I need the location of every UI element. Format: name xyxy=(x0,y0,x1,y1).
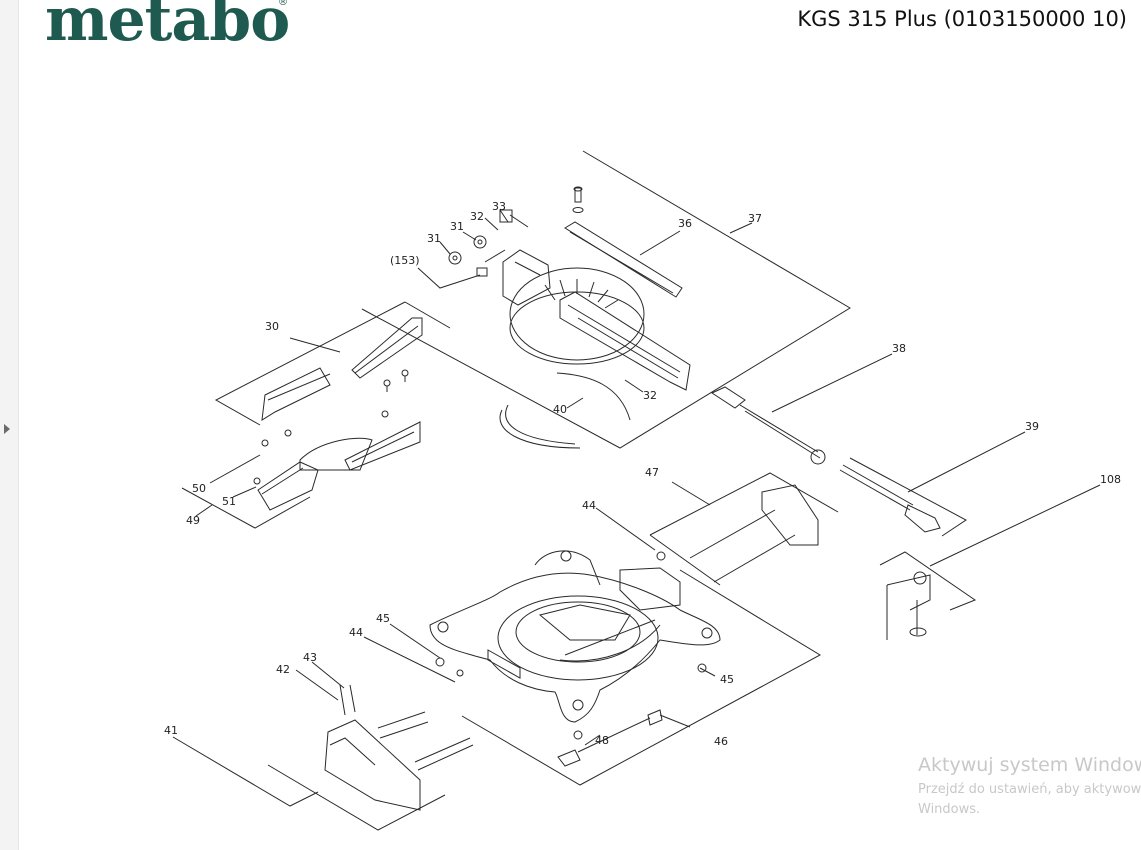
label-33: 33 xyxy=(492,200,506,213)
label-45: 45 xyxy=(376,612,390,625)
label-41: 41 xyxy=(164,724,178,737)
label-30: 30 xyxy=(265,320,279,333)
group-46-frame xyxy=(461,569,822,786)
group-41-frame xyxy=(172,736,446,831)
label-38: 38 xyxy=(892,342,906,355)
label-48: 48 xyxy=(595,734,609,747)
group-47-frame xyxy=(649,472,839,586)
label-39: 39 xyxy=(1025,420,1039,433)
part-turntable-arm xyxy=(559,291,691,391)
part-108-clamp xyxy=(879,484,1101,640)
metabo-logo: metabo xyxy=(45,0,290,55)
group-37-frame xyxy=(361,150,851,449)
part-knobs xyxy=(448,209,529,265)
document-page: metabo ® KGS 315 Plus (0103150000 10) xyxy=(19,0,1141,850)
label-32-b: 32 xyxy=(643,389,657,402)
label-46: 46 xyxy=(714,735,728,748)
label-49: 49 xyxy=(186,514,200,527)
part-47-extension xyxy=(671,481,819,583)
group-49-frame xyxy=(181,487,311,529)
part-153-bracket xyxy=(476,249,551,306)
registered-mark: ® xyxy=(278,0,288,8)
label-43: 43 xyxy=(303,651,317,664)
part-30-upper-fence xyxy=(261,317,423,421)
part-46-base xyxy=(429,550,721,723)
label-42: 42 xyxy=(276,663,290,676)
part-38-rod xyxy=(710,353,893,465)
label-32: 32 xyxy=(470,210,484,223)
part-base-nuts xyxy=(435,551,707,767)
label-44: 44 xyxy=(582,499,596,512)
part-39-handle-rod xyxy=(839,431,1026,537)
activation-watermark-text: Przejdź do ustawień, aby aktywować Windo… xyxy=(918,780,1141,820)
part-36-guide-rail xyxy=(564,221,683,298)
part-40-spring xyxy=(499,372,631,449)
activation-watermark-line2: Windows. xyxy=(918,802,981,817)
model-title: KGS 315 Plus (0103150000 10) xyxy=(797,7,1127,31)
label-37: 37 xyxy=(748,212,762,225)
label-47: 47 xyxy=(645,466,659,479)
label-50: 50 xyxy=(192,482,206,495)
viewer-side-strip xyxy=(0,0,19,850)
activation-watermark-line1: Przejdź do ustawień, aby aktywować xyxy=(918,782,1141,797)
part-41-extension xyxy=(324,684,474,811)
label-45-b: 45 xyxy=(720,673,734,686)
label-31: 31 xyxy=(450,220,464,233)
next-page-icon[interactable] xyxy=(4,424,10,434)
label-153: (153) xyxy=(390,254,420,267)
label-40: 40 xyxy=(553,403,567,416)
label-108: 108 xyxy=(1100,473,1121,486)
part-bolt xyxy=(572,186,584,213)
part-49-lower-fence xyxy=(253,410,421,511)
group-30-frame xyxy=(214,301,451,426)
part-turntable xyxy=(509,267,645,365)
label-51: 51 xyxy=(222,495,236,508)
label-44-b: 44 xyxy=(349,626,363,639)
label-31-b: 31 xyxy=(427,232,441,245)
label-36: 36 xyxy=(678,217,692,230)
activation-watermark-title: Aktywuj system Windows xyxy=(918,754,1141,776)
